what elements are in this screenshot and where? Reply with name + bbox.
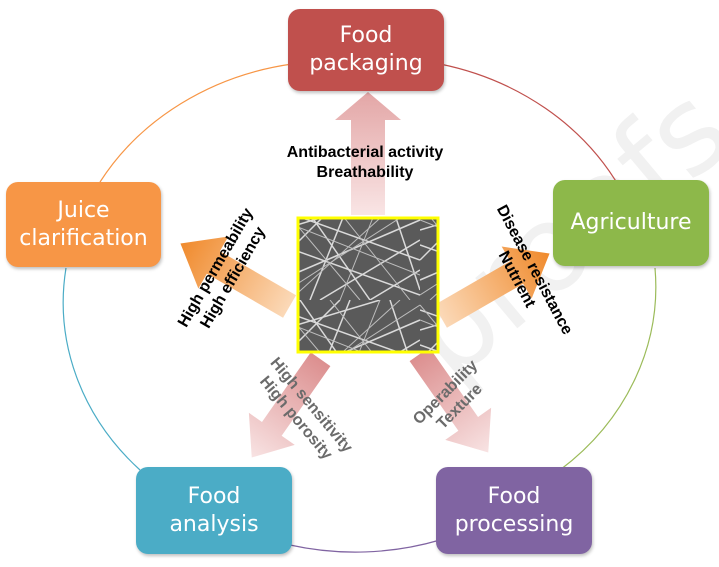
arrow-to-juice [180, 236, 297, 318]
arrow-to-packaging [335, 92, 401, 215]
node-juice-clarification: Juice clarification [6, 182, 161, 267]
ring-arc-packaging-agriculture [439, 63, 621, 189]
node-agriculture: Agriculture [553, 180, 709, 266]
node-food-packaging: Food packaging [288, 9, 444, 91]
nanofiber-image [296, 216, 440, 354]
arrow-to-analysis [248, 352, 331, 458]
arrow-to-agriculture [433, 246, 550, 328]
ring-arc-processing-analysis [289, 539, 441, 553]
node-food-analysis: Food analysis [136, 467, 292, 554]
ring-arc-juice-packaging [99, 63, 293, 183]
ring-arc-agriculture-processing [559, 267, 657, 471]
ring-arc-analysis-juice [62, 267, 141, 471]
label-packaging-properties: Antibacterial activity Breathability [286, 144, 444, 181]
arrow-to-processing [409, 347, 492, 453]
node-food-processing: Food processing [436, 467, 592, 554]
